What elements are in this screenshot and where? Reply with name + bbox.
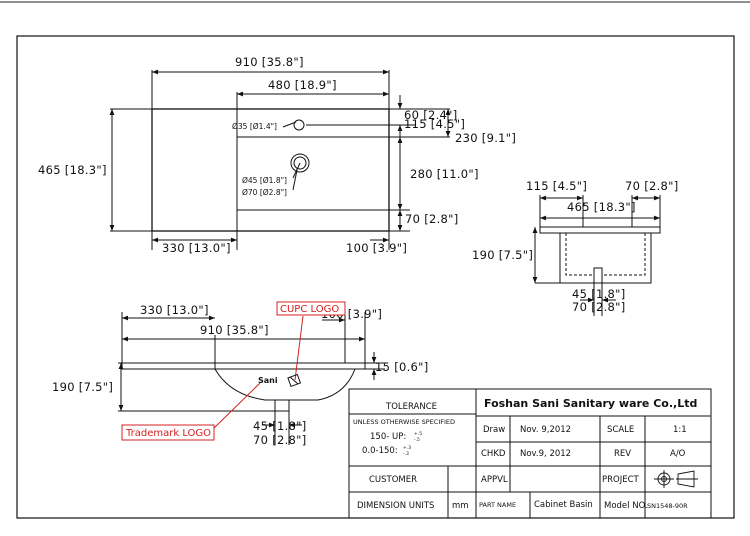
model-no-value: SN1548-90R (647, 502, 688, 510)
top-view-bowl (236, 136, 390, 211)
dim-units-label: DIMENSION UNITS (357, 501, 434, 511)
chkd-label: CHKD (481, 449, 506, 459)
drain-70-label: Ø70 [Ø2.8"] (242, 188, 287, 197)
chkd-date: Nov.9, 2012 (520, 449, 571, 459)
front-dim-330: 330 [13.0"] (140, 303, 209, 317)
tolerance-line-1: 150- UP: (370, 432, 406, 442)
dim-100-top: 100 [3.9"] (346, 241, 407, 255)
front-dim-15: 15 [0.6"] (375, 360, 429, 374)
faucet-hole-label: Ø35 [Ø1.4"] (232, 122, 277, 131)
front-dim-45: 45 [1.8"] (253, 419, 307, 433)
side-dim-70b: 70 [2.8"] (572, 300, 626, 314)
dim-330-top: 330 [13.0"] (162, 241, 231, 255)
side-dim-45: 45 [1.8"] (572, 287, 626, 301)
tolerance-line-2-sup: +.3 (403, 445, 411, 451)
tolerance-line-1-sub: -.5 (414, 437, 420, 443)
trademark-logo-callout-box (121, 424, 215, 441)
rev-value: A/O (670, 449, 686, 459)
drain-45-label: Ø45 [Ø1.8"] (242, 176, 287, 185)
draw-date: Nov. 9,2012 (520, 425, 571, 435)
front-dim-190: 190 [7.5"] (52, 380, 113, 394)
front-dim-910: 910 [35.8"] (200, 323, 269, 337)
dim-280: 280 [11.0"] (410, 167, 479, 181)
side-top-slab (539, 226, 661, 234)
part-name-value: Cabinet Basin (534, 500, 593, 510)
drain-inner (293, 156, 307, 170)
company-name: Foshan Sani Sanitary ware Co.,Ltd (484, 397, 697, 410)
side-dim-115: 115 [4.5"] (526, 179, 587, 193)
brand-mark-logo: Sani (258, 376, 278, 385)
appvl-label: APPVL (481, 475, 508, 485)
side-dim-70: 70 [2.8"] (625, 179, 679, 193)
front-top-slab (121, 362, 366, 370)
front-bowl (214, 368, 356, 401)
tolerance-title: TOLERANCE (385, 402, 437, 412)
scale-value: 1:1 (673, 425, 687, 435)
dim-480: 480 [18.9"] (268, 78, 337, 92)
dim-465: 465 [18.3"] (38, 163, 107, 177)
cupc-logo-callout: CUPC LOGO (280, 304, 339, 315)
side-dim-190: 190 [7.5"] (472, 248, 533, 262)
tolerance-line-2: 0.0-150: (362, 446, 398, 456)
dim-115: 115 [4.5"] (404, 117, 465, 131)
customer-label: CUSTOMER (369, 475, 417, 485)
tolerance-note: UNLESS OTHERWISE SPECIFIED (353, 418, 455, 426)
top-view (109, 69, 451, 250)
front-view (118, 312, 385, 445)
cupc-logo-callout-box (276, 301, 346, 316)
dim-70-top: 70 [2.8"] (405, 212, 459, 226)
tolerance-line-2-sub: -.3 (403, 451, 409, 457)
cupc-mark-icon (287, 373, 302, 388)
faucet-hole (293, 119, 305, 131)
dim-units-value: mm (452, 501, 469, 511)
draw-label: Draw (483, 425, 505, 435)
front-dim-70: 70 [2.8"] (253, 433, 307, 447)
tolerance-line-1-sup: +.5 (414, 431, 422, 437)
drain-outer (290, 153, 310, 173)
project-label: PROJECT (602, 475, 640, 485)
title-block (348, 388, 712, 519)
side-view (532, 195, 661, 316)
rev-label: REV (614, 449, 631, 459)
dim-230: 230 [9.1"] (455, 131, 516, 145)
part-name-label: PART NAME (479, 501, 516, 509)
dim-910: 910 [35.8"] (235, 55, 304, 69)
side-dim-465: 465 [18.3"] (567, 200, 636, 214)
model-no-label: Model NO. (604, 501, 648, 511)
scale-label: SCALE (607, 425, 634, 435)
projection-symbol-icon (654, 470, 698, 488)
trademark-logo-callout: Trademark LOGO (125, 428, 211, 439)
dim-60: 60 [2.4"] (404, 108, 458, 122)
